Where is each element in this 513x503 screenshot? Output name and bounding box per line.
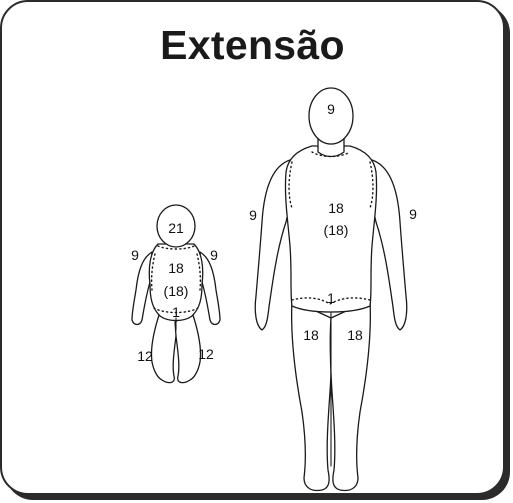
adult-head [308, 87, 354, 145]
adult-figure [254, 87, 408, 492]
child-head-label: 21 [168, 220, 184, 236]
child-right-leg [174, 311, 202, 384]
adult-torso [284, 145, 378, 313]
child-left-leg-label: 12 [137, 348, 153, 364]
child-genitals-label: 1 [172, 304, 180, 320]
adult-genitals-label: 1 [327, 290, 335, 306]
child-torso [148, 243, 204, 322]
child-trunk-back-label: (18) [164, 283, 189, 299]
child-head [156, 204, 196, 248]
adult-left-leg-label: 18 [303, 327, 319, 343]
adult-right-arm [369, 159, 408, 331]
child-left-leg [150, 311, 178, 384]
child-figure [131, 204, 221, 384]
child-left-arm [131, 251, 153, 326]
adult-right-arm-label: 9 [409, 206, 417, 222]
adult-left-leg [290, 299, 333, 492]
adult-trunk-back-label: (18) [324, 222, 349, 238]
child-left-arm-label: 9 [131, 247, 139, 263]
adult-left-arm [254, 159, 293, 331]
adult-left-arm-label: 9 [249, 207, 257, 223]
adult-head-label: 9 [327, 101, 335, 117]
child-right-arm [199, 251, 221, 326]
adult-right-leg-label: 18 [347, 327, 363, 343]
adult-trunk-front-label: 18 [328, 200, 344, 216]
adult-right-leg [329, 299, 372, 492]
child-right-arm-label: 9 [210, 247, 218, 263]
child-right-leg-label: 12 [198, 346, 214, 362]
diagram-title: Extensão [160, 22, 345, 68]
child-trunk-front-label: 18 [168, 260, 184, 276]
diagram-card [0, 0, 505, 495]
